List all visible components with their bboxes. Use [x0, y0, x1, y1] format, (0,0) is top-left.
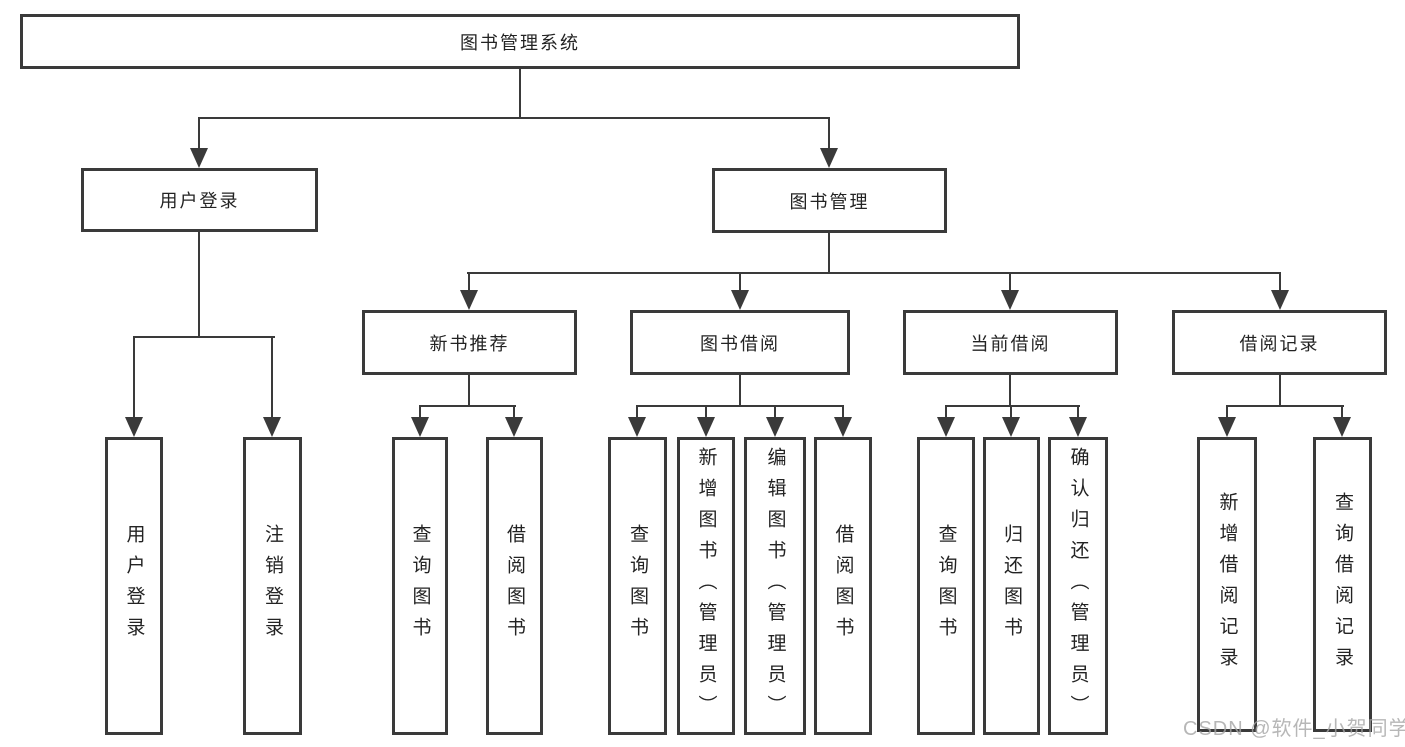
arrow-to-borrow-records — [1271, 272, 1289, 310]
leaf-add-book-admin: 新增图书（管理员） — [677, 437, 735, 735]
arrow-new-book-rec-leaf-1 — [411, 405, 429, 437]
leaf-edit-book-admin-label: 编辑图书（管理员） — [764, 446, 786, 726]
node-borrow-records-label: 借阅记录 — [1239, 333, 1320, 354]
leaf-add-borrow-record-label: 新增借阅记录 — [1216, 491, 1238, 678]
arrow-book-borrow-leaf-4 — [834, 405, 852, 437]
node-user-login: 用户登录 — [81, 168, 318, 232]
node-book-borrow-label: 图书借阅 — [700, 333, 780, 354]
connector-current-borrow-stem — [1009, 375, 1011, 407]
connector-new-book-rec-rail — [419, 405, 516, 407]
leaf-query-borrow-record-label: 查询借阅记录 — [1332, 491, 1353, 678]
connector-book-management-stem — [828, 233, 830, 274]
leaf-borrow-book-1-label: 借阅图书 — [504, 524, 525, 648]
node-new-book-recommendation: 新书推荐 — [362, 310, 577, 375]
leaf-logout-label: 注销登录 — [262, 524, 283, 648]
connector-borrow-records-rail — [1226, 405, 1344, 407]
arrow-book-borrow-leaf-3 — [766, 405, 784, 437]
leaf-query-book-2: 查询图书 — [608, 437, 667, 735]
leaf-query-borrow-record: 查询借阅记录 — [1313, 437, 1372, 732]
leaf-edit-book-admin: 编辑图书（管理员） — [744, 437, 806, 735]
leaf-query-book-3-label: 查询图书 — [935, 524, 957, 648]
node-current-borrow-label: 当前借阅 — [970, 333, 1051, 354]
arrow-to-leaf-logout — [263, 336, 281, 437]
arrow-to-leaf-user-login — [125, 336, 143, 437]
leaf-borrow-book-2: 借阅图书 — [814, 437, 872, 735]
arrow-to-current-borrow — [1001, 272, 1019, 310]
leaf-borrow-book-1: 借阅图书 — [486, 437, 543, 735]
arrow-to-book-management — [820, 117, 838, 168]
arrow-to-book-borrow — [731, 272, 749, 310]
arrow-book-borrow-leaf-1 — [628, 405, 646, 437]
arrow-borrow-records-leaf-2 — [1333, 405, 1351, 437]
watermark-text: CSDN @软件_小贺同学 — [1183, 718, 1405, 740]
node-book-borrow: 图书借阅 — [630, 310, 850, 375]
node-new-book-recommendation-label: 新书推荐 — [429, 333, 510, 354]
arrow-current-borrow-leaf-3 — [1069, 405, 1087, 437]
connector-book-borrow-stem — [739, 375, 741, 407]
node-current-borrow: 当前借阅 — [903, 310, 1118, 375]
leaf-user-login-label: 用户登录 — [123, 524, 145, 648]
arrow-borrow-records-leaf-1 — [1218, 405, 1236, 437]
node-borrow-records: 借阅记录 — [1172, 310, 1387, 375]
node-root-label: 图书管理系统 — [460, 32, 580, 53]
leaf-user-login: 用户登录 — [105, 437, 163, 735]
leaf-query-book-3: 查询图书 — [917, 437, 975, 735]
arrow-current-borrow-leaf-2 — [1002, 405, 1020, 437]
leaf-borrow-book-2-label: 借阅图书 — [832, 524, 854, 648]
leaf-confirm-return-admin: 确认归还（管理员） — [1048, 437, 1108, 735]
arrow-to-new-book-rec — [460, 272, 478, 310]
leaf-query-book-1-label: 查询图书 — [409, 524, 431, 648]
arrow-book-borrow-leaf-2 — [697, 405, 715, 437]
connector-root-stem — [519, 69, 521, 117]
arrow-current-borrow-leaf-1 — [937, 405, 955, 437]
connector-level2-rail — [198, 117, 830, 119]
arrow-to-user-login — [190, 117, 208, 168]
leaf-query-book-2-label: 查询图书 — [627, 524, 648, 648]
connector-user-login-stem — [198, 232, 200, 338]
connector-user-login-rail — [133, 336, 275, 338]
connector-book-borrow-rail — [636, 405, 844, 407]
node-book-management-label: 图书管理 — [789, 191, 870, 212]
node-book-management: 图书管理 — [712, 168, 947, 233]
leaf-return-book-label: 归还图书 — [1001, 524, 1022, 648]
leaf-confirm-return-admin-label: 确认归还（管理员） — [1067, 446, 1089, 726]
connector-borrow-records-stem — [1279, 375, 1281, 407]
connector-new-book-rec-stem — [468, 375, 470, 407]
node-root: 图书管理系统 — [20, 14, 1020, 69]
leaf-add-borrow-record: 新增借阅记录 — [1197, 437, 1257, 732]
leaf-query-book-1: 查询图书 — [392, 437, 448, 735]
node-user-login-label: 用户登录 — [159, 191, 240, 211]
connector-current-borrow-rail — [945, 405, 1080, 407]
leaf-return-book: 归还图书 — [983, 437, 1040, 735]
connector-level3-rail — [467, 272, 1281, 274]
leaf-logout: 注销登录 — [243, 437, 302, 735]
arrow-new-book-rec-leaf-2 — [505, 405, 523, 437]
leaf-add-book-admin-label: 新增图书（管理员） — [695, 446, 717, 726]
